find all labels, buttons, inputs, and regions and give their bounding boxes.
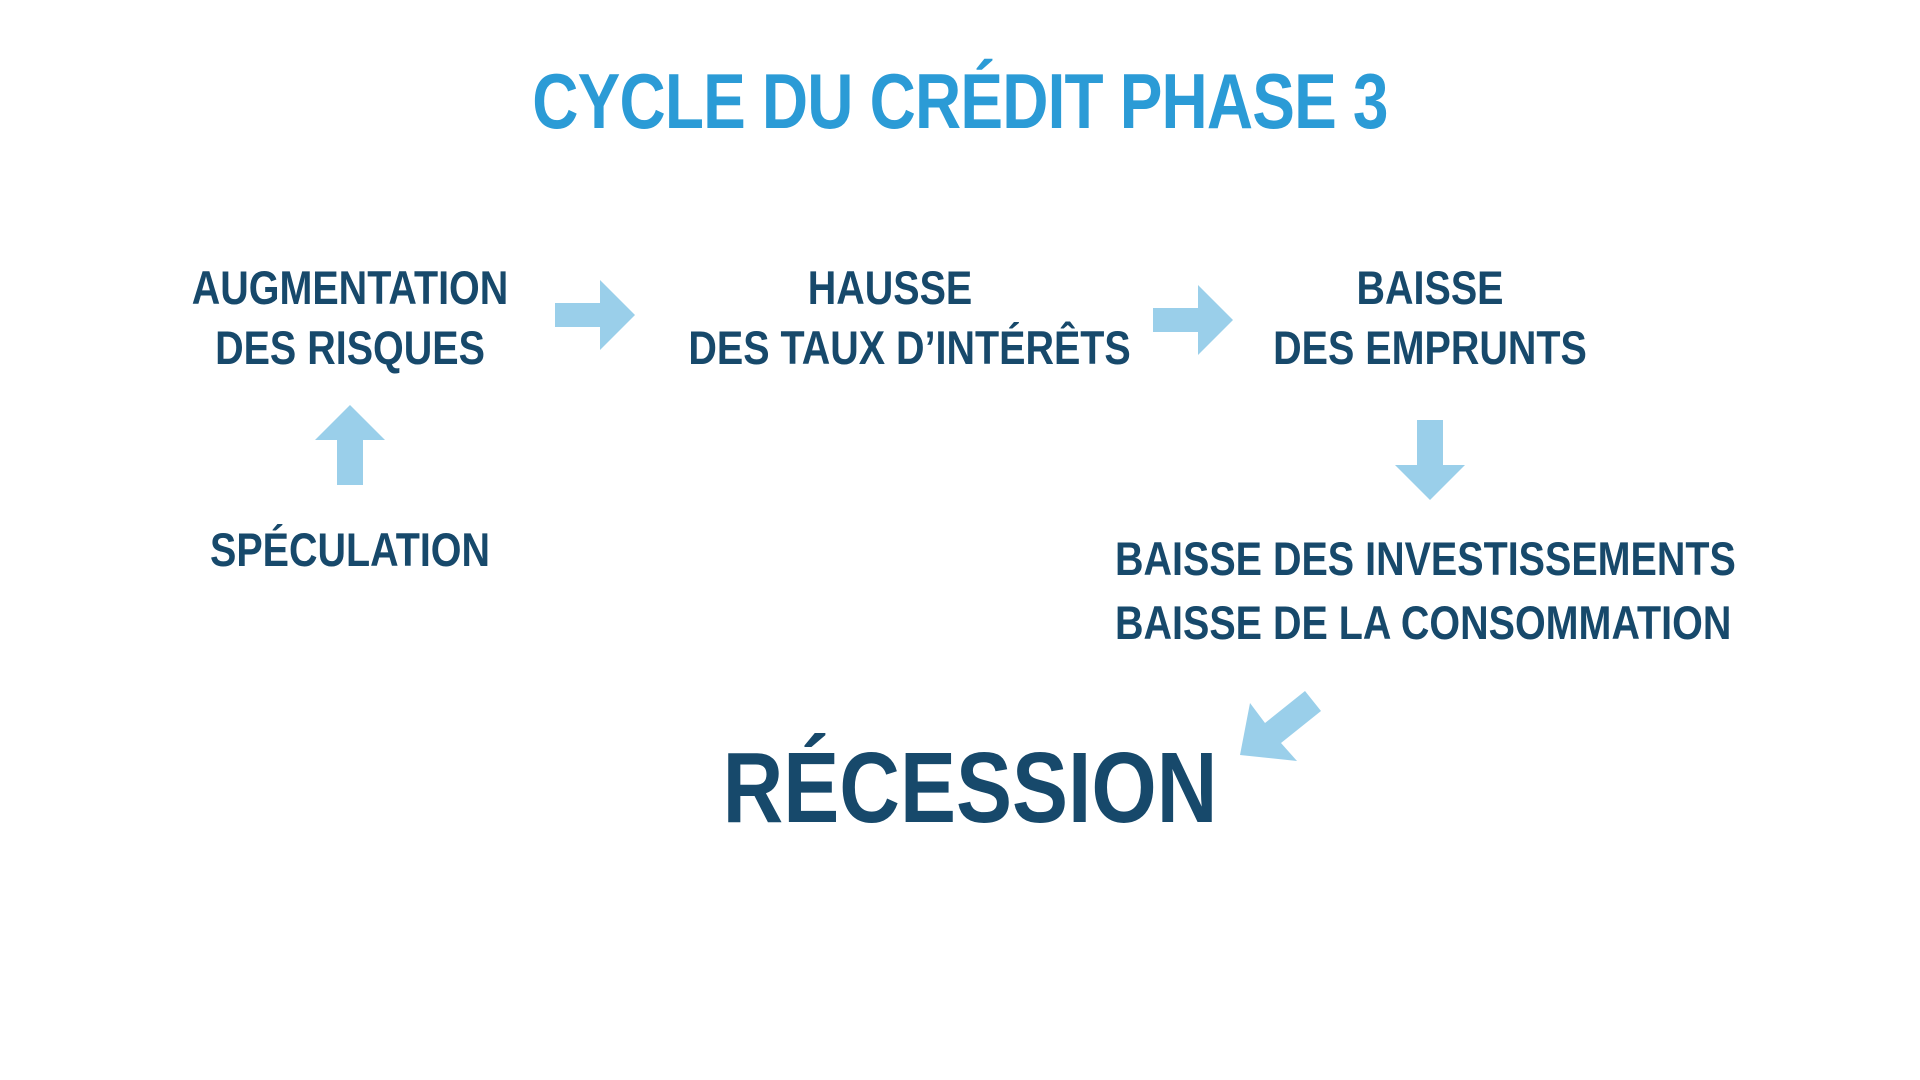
node-line: DES RISQUES xyxy=(215,321,485,374)
node-line: SPÉCULATION xyxy=(209,523,491,576)
node-speculation: SPÉCULATION xyxy=(182,520,518,580)
node-hausse-des-taux: HAUSSE DES TAUX D’INTÉRÊTS xyxy=(688,258,1131,378)
arrow-down-left-icon xyxy=(1235,685,1325,775)
node-line: BAISSE DES INVESTISSEMENTS xyxy=(1115,532,1736,585)
arrow-down-icon xyxy=(1385,415,1475,505)
node-line: RÉCESSION xyxy=(722,732,1218,844)
node-line: DES TAUX D’INTÉRÊTS xyxy=(688,321,1131,374)
arrow-up-icon xyxy=(305,400,395,490)
node-augmentation-des-risques: AUGMENTATION DES RISQUES xyxy=(182,258,518,378)
node-line: AUGMENTATION xyxy=(191,261,509,314)
node-recession: RÉCESSION xyxy=(710,730,1231,846)
node-line: DES EMPRUNTS xyxy=(1273,321,1587,374)
arrow-right-icon xyxy=(550,270,640,360)
node-line: BAISSE DE LA CONSOMMATION xyxy=(1115,596,1732,649)
node-baisse-des-emprunts: BAISSE DES EMPRUNTS xyxy=(1262,258,1598,378)
node-line: BAISSE xyxy=(1356,261,1504,314)
node-baisse-investissements-consommation: BAISSE DES INVESTISSEMENTS BAISSE DE LA … xyxy=(1115,527,1736,655)
slide-title: CYCLE DU CRÉDIT PHASE 3 xyxy=(532,57,1388,145)
arrow-right-icon xyxy=(1148,275,1238,365)
node-line: HAUSSE xyxy=(807,261,973,314)
